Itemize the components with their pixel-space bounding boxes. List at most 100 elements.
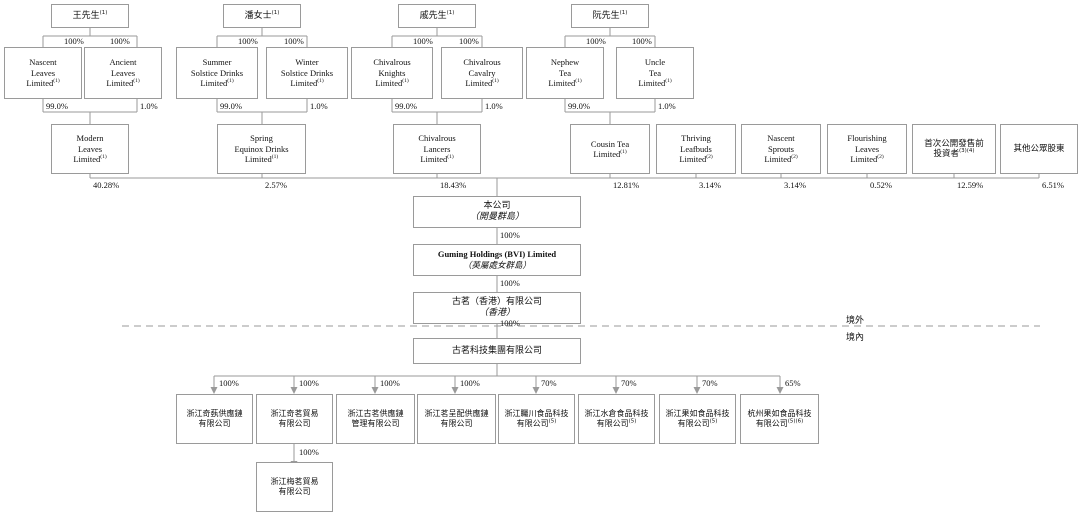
subsidiary-label: 浙江奇茗貿易有限公司 [270,409,319,428]
ownership-percent: 70% [621,378,637,388]
ownership-percent: 100% [632,36,652,46]
subsidiary-label: 浙江古茗供應鏈管理有限公司 [347,409,404,428]
ownership-percent: 100% [459,36,479,46]
sub-subsidiary-box[interactable]: 浙江梅茗貿易有限公司 [256,462,333,512]
shareholder-label: 其他公眾股東 [1013,143,1065,154]
subsidiary-box[interactable]: 浙江水倉食品科技有限公司(5) [578,394,655,444]
ownership-percent: 99.0% [220,101,242,111]
ownership-percent: 100% [284,36,304,46]
shareholder-box[interactable]: 首次公開發售前投資者(3)(4) [912,124,996,174]
company-label: 本公司（開曼群島） [469,201,524,222]
subsidiary-box[interactable]: 浙江奇茗貿易有限公司 [256,394,333,444]
bvi-holdco-box[interactable]: Guming Holdings (BVI) Limited（英屬處女群島） [413,244,581,276]
ownership-percent: 1.0% [658,101,676,111]
ownership-percent: 99.0% [46,101,68,111]
ownership-percent: 99.0% [395,101,417,111]
ownership-percent: 1.0% [140,101,158,111]
ownership-percent: 2.57% [265,180,287,190]
ownership-percent: 18.43% [440,180,467,190]
ownership-percent: 100% [299,447,319,457]
shareholder-label: 首次公開發售前投資者(3)(4) [924,138,984,159]
owner-box[interactable]: 潘女士(1) [223,4,301,28]
subsidiary-label: 浙江矚川食品科技有限公司(5) [504,409,569,428]
ownership-percent: 0.52% [870,180,892,190]
subsidiary-box[interactable]: 浙江古茗供應鏈管理有限公司 [336,394,415,444]
owner-label: 阮先生(1) [592,9,628,21]
ownership-percent: 100% [460,378,480,388]
ownership-percent: 12.81% [613,180,640,190]
ownership-percent: 100% [500,318,520,328]
ownership-percent: 100% [219,378,239,388]
ownership-percent: 100% [380,378,400,388]
onshore-label: 境內 [846,333,865,343]
ownership-percent: 100% [586,36,606,46]
subsidiary-label: 浙江水倉食品科技有限公司(5) [584,409,649,428]
hk-holdco-label: 古茗（香港）有限公司（香港） [451,297,542,318]
ownership-percent: 1.0% [310,101,328,111]
shareholder-box[interactable]: 其他公眾股東 [1000,124,1078,174]
ownership-percent: 100% [500,278,520,288]
owner-box[interactable]: 王先生(1) [51,4,129,28]
owner-box[interactable]: 阮先生(1) [571,4,649,28]
ownership-percent: 99.0% [568,101,590,111]
ownership-percent: 12.59% [957,180,984,190]
subsidiary-box[interactable]: 浙江果如食品科技有限公司(5) [659,394,736,444]
ownership-percent: 40.28% [93,180,120,190]
subsidiary-box[interactable]: 浙江茗呈配供應鏈有限公司 [417,394,496,444]
hk-holdco-box[interactable]: 古茗（香港）有限公司（香港） [413,292,581,324]
sub-subsidiary-label: 浙江梅茗貿易有限公司 [270,477,319,496]
subsidiary-box[interactable]: 杭州果如食品科技有限公司(5)(6) [740,394,819,444]
subsidiary-label: 浙江茗呈配供應鏈有限公司 [424,409,489,428]
wfoe-box[interactable]: 古茗科技集團有限公司 [413,338,581,364]
owner-box[interactable]: 戚先生(1) [398,4,476,28]
ownership-percent: 70% [702,378,718,388]
ownership-percent: 100% [64,36,84,46]
ownership-percent: 100% [110,36,130,46]
ownership-percent: 3.14% [784,180,806,190]
owner-label: 潘女士(1) [244,9,280,21]
company-box[interactable]: 本公司（開曼群島） [413,196,581,228]
ownership-percent: 1.0% [485,101,503,111]
owner-label: 王先生(1) [72,9,108,21]
wfoe-label: 古茗科技集團有限公司 [451,345,542,356]
subsidiary-box[interactable]: 浙江矚川食品科技有限公司(5) [498,394,575,444]
ownership-percent: 100% [413,36,433,46]
subsidiary-label: 杭州果如食品科技有限公司(5)(6) [747,409,812,428]
bvi-holdco-label: Guming Holdings (BVI) Limited（英屬處女群島） [437,249,557,271]
ownership-percent: 70% [541,378,557,388]
subsidiary-box[interactable]: 浙江奇蓺供應鏈有限公司 [176,394,253,444]
ownership-percent: 100% [238,36,258,46]
offshore-label: 境外 [846,316,865,326]
subsidiary-label: 浙江果如食品科技有限公司(5) [665,409,730,428]
ownership-percent: 65% [785,378,801,388]
subsidiary-label: 浙江奇蓺供應鏈有限公司 [186,409,243,428]
